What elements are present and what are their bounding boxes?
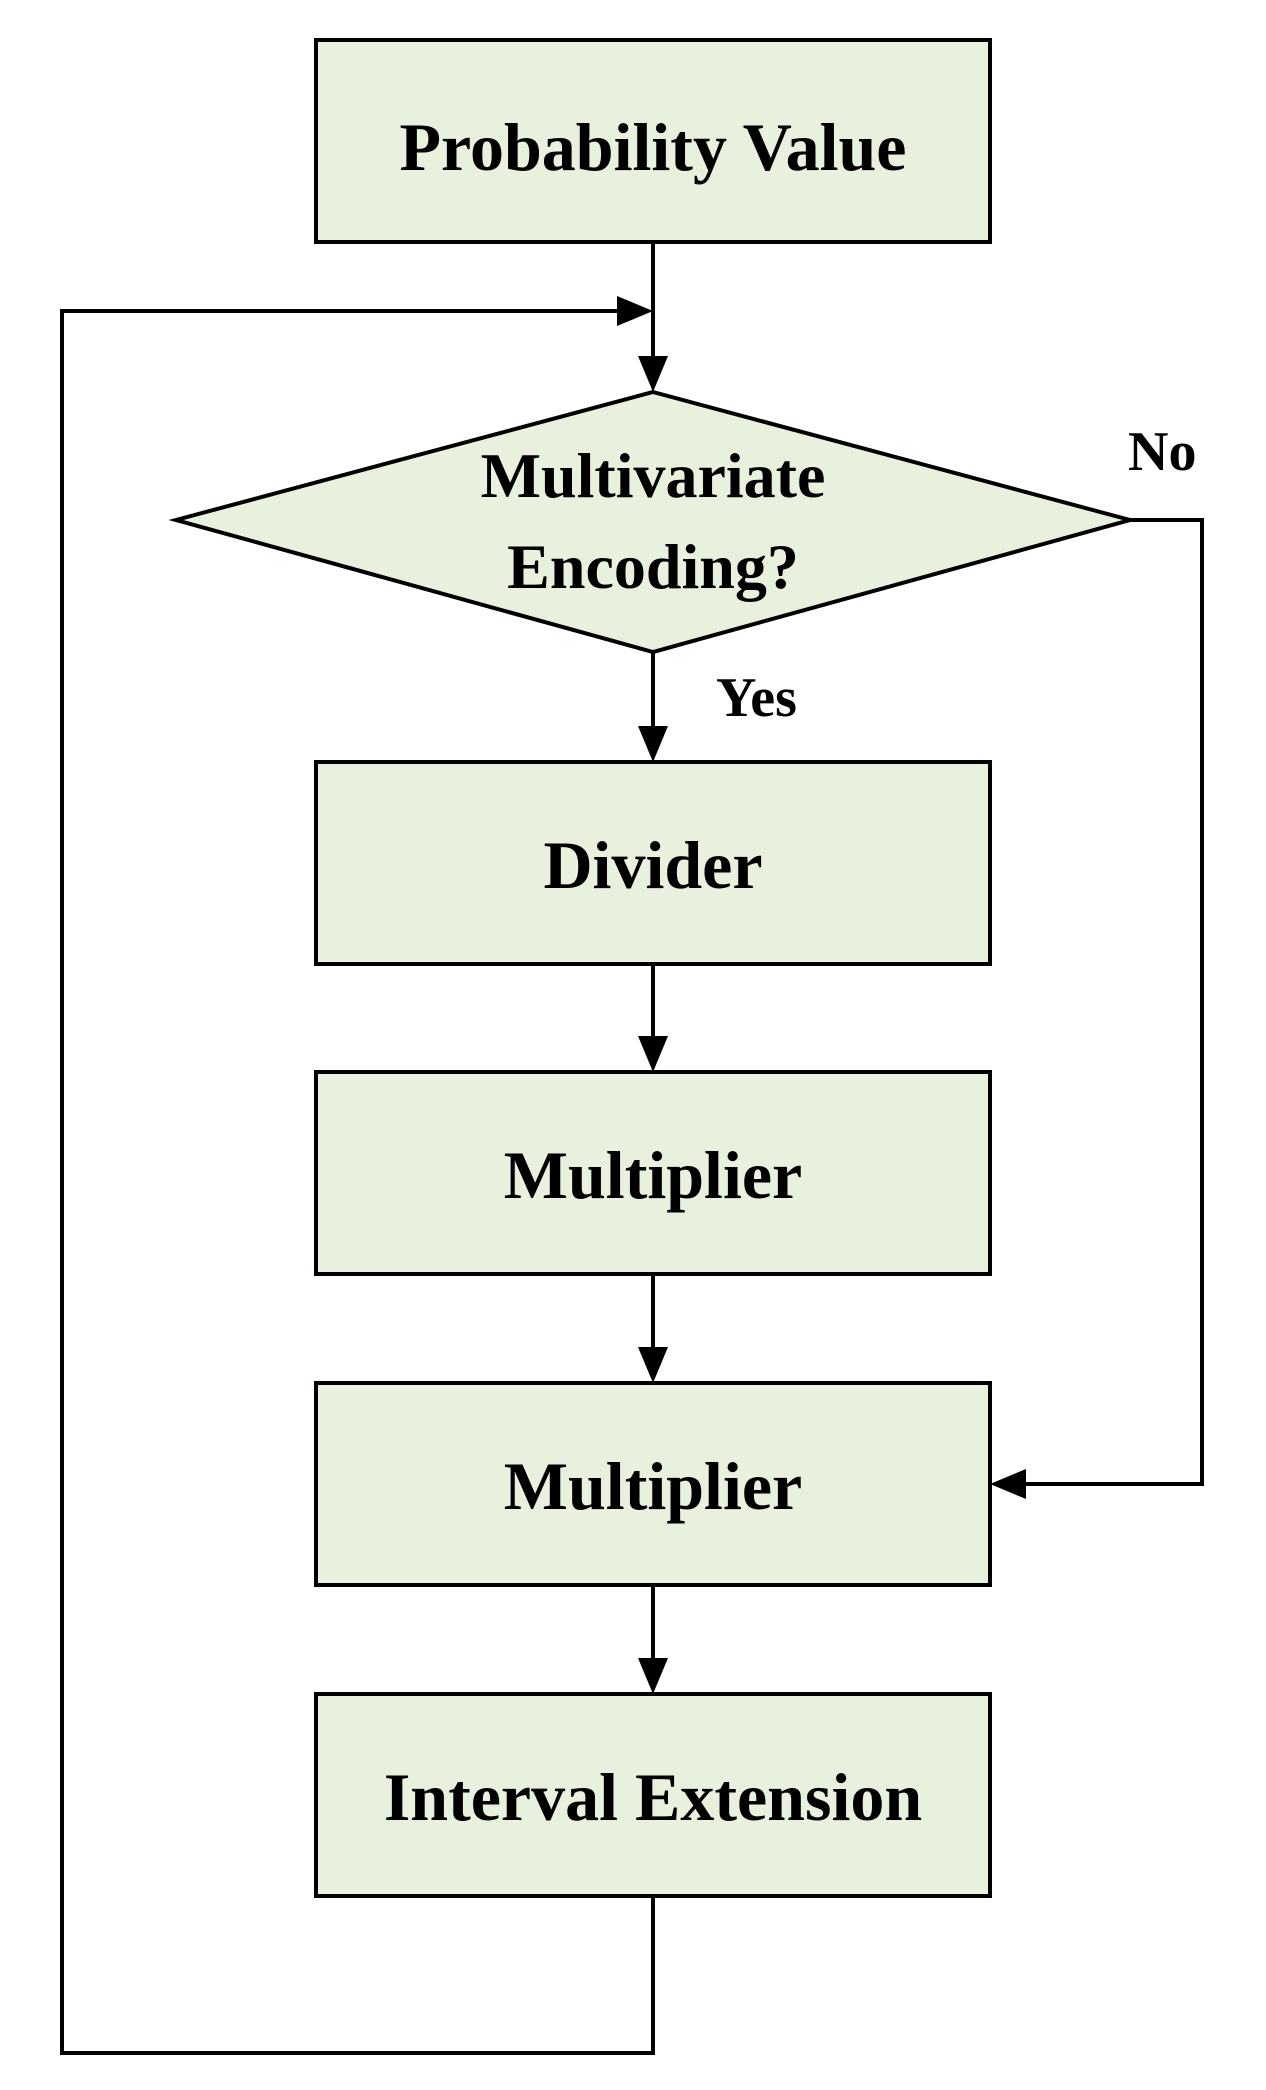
arrowhead xyxy=(638,356,668,392)
arrowhead xyxy=(990,1469,1026,1499)
edge-decision-to-divider-yes xyxy=(638,652,668,762)
node-divider: Divider xyxy=(314,760,992,966)
node-decision: Multivariate Encoding? xyxy=(168,389,1138,655)
node-multiplier-1-label: Multiplier xyxy=(504,1137,802,1213)
edge-multiplier-1-to-multiplier-2 xyxy=(638,1274,668,1383)
arrowhead xyxy=(638,1658,668,1694)
node-multiplier-2-label: Multiplier xyxy=(504,1448,802,1524)
node-interval-extension-label: Interval Extension xyxy=(384,1759,922,1835)
edge-divider-to-multiplier-1 xyxy=(638,964,668,1072)
arrowhead xyxy=(638,1036,668,1072)
edge-interval-extension-loop-back xyxy=(60,296,655,2055)
node-decision-label-line1: Multivariate xyxy=(481,440,826,511)
edge-probability-to-decision xyxy=(638,242,668,392)
arrowhead xyxy=(638,726,668,762)
edge-label-yes: Yes xyxy=(716,667,797,729)
node-probability-value-label: Probability Value xyxy=(400,109,907,185)
node-multiplier-2: Multiplier xyxy=(314,1381,992,1587)
node-interval-extension: Interval Extension xyxy=(314,1692,992,1898)
node-divider-label: Divider xyxy=(543,827,762,903)
arrowhead xyxy=(617,296,653,326)
arrowhead xyxy=(638,1347,668,1383)
node-probability-value: Probability Value xyxy=(314,38,992,244)
node-decision-label-line2: Encoding? xyxy=(507,531,799,602)
edge-label-no: No xyxy=(1128,421,1196,483)
node-multiplier-1: Multiplier xyxy=(314,1070,992,1276)
edge-decision-to-multiplier-2-no xyxy=(990,518,1204,1499)
edge-multiplier-2-to-interval-extension xyxy=(638,1585,668,1694)
